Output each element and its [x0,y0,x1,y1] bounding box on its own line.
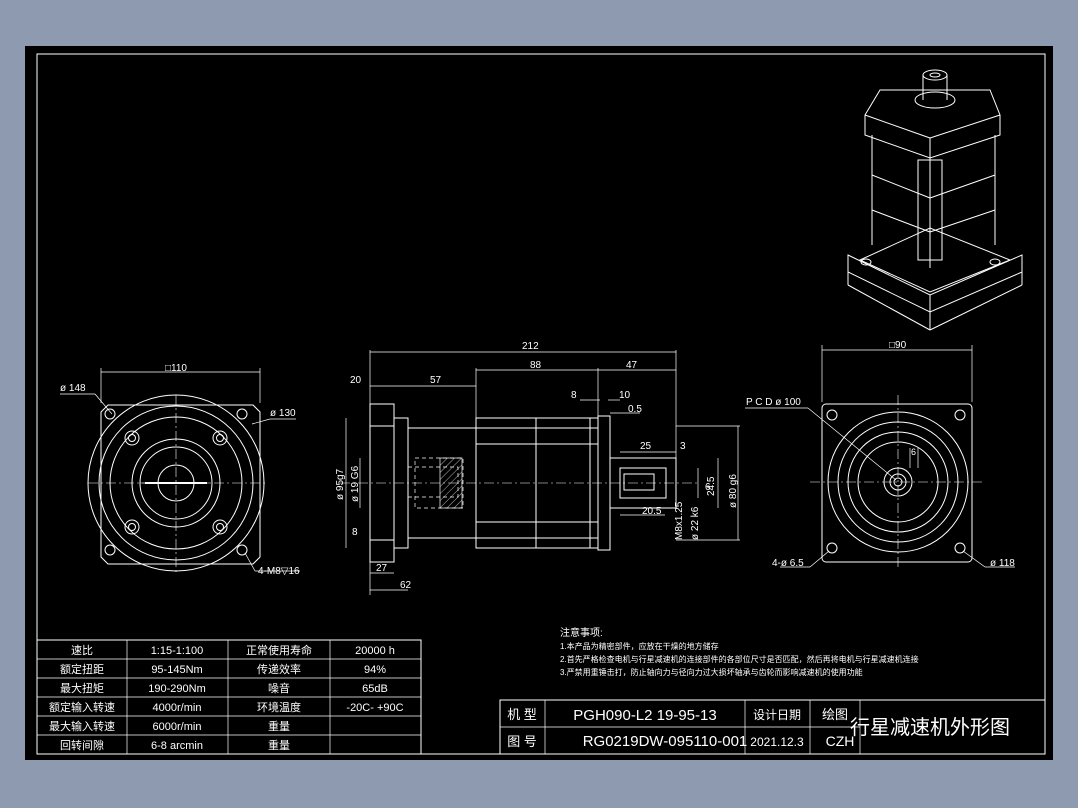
side-dim-22k6: ø 22 k6 [690,506,701,540]
title-block-date-label: 设计日期 [753,708,801,722]
output-dim-key: 6 [911,447,916,457]
title-block-date-value: 2021.12.3 [750,735,804,749]
note-3: 3.严禁用重锤击打，防止轴向力与径向力过大损坏轴承与齿轮而影响减速机的使用功能 [560,667,863,677]
spec-row-4-label2: 环境温度 [257,700,301,714]
title-block-model-label: 机 型 [507,707,537,722]
side-dim-m8: M8x1.25 [674,501,685,540]
spec-row-2-value: 95-145Nm [151,664,202,676]
side-dim-57: 57 [430,375,442,386]
spec-row-4-value: 4000r/min [153,702,202,714]
front-dim-pcd-diameter: ø 130 [270,408,296,419]
title-block-drawer-value: CZH [826,733,855,749]
isometric-view [847,69,1023,331]
spec-row-2-value2: 94% [364,664,386,676]
spec-row-1-value: 1:15-1:100 [151,645,204,657]
spec-row-1-value2: 20000 h [355,645,395,657]
side-dim-25: 25 [640,441,652,452]
side-dim-8a: 8 [571,390,577,401]
side-dim-05: 0.5 [628,404,642,415]
spec-row-4-label: 额定输入转速 [49,700,115,714]
title-block-drawing-value: RG0219DW-095110-001 [583,733,748,750]
front-dim-holes: 4-M8▽16 [258,566,300,577]
front-dim-outer-diameter: ø 148 [60,383,86,394]
spec-row-3-value2: 65dB [362,683,388,695]
spec-row-3-label2: 噪音 [268,681,290,695]
side-dim-95g7: ø 95g7 [335,468,346,500]
spec-row-2-label: 额定扭距 [60,662,104,676]
side-dim-8b: 8 [352,527,358,538]
output-dim-diameter: ø 118 [990,558,1015,569]
front-dim-square: □110 [165,363,187,374]
title-block-title: 行星减速机外形图 [850,716,1010,739]
spec-row-3-value: 190-290Nm [148,683,205,695]
front-view [60,368,300,573]
spec-row-6-label2: 重量 [268,738,290,752]
notes: 注意事项: 1.本产品为精密部件，应放在干燥的地方储存 2.首先严格检查电机与行… [560,626,919,677]
spec-row-4-value2: -20C- +90C [346,702,403,714]
side-dim-3: 3 [680,441,686,452]
note-1: 1.本产品为精密部件，应放在干燥的地方储存 [560,641,719,651]
side-dim-body: 88 [530,360,542,371]
side-dim-62: 62 [400,580,412,591]
spec-row-5-label: 最大输入转速 [49,719,115,733]
output-dim-square: □90 [889,340,907,351]
spec-table: 速比 1:15-1:100 正常使用寿命 20000 h 额定扭距 95-145… [49,643,404,752]
output-view [745,345,1015,570]
title-block-model-value: PGH090-L2 19-95-13 [573,707,716,724]
side-dim-shaft: 47 [626,360,638,371]
note-2: 2.首先严格检查电机与行星减速机的连接部件的各部位尺寸是否匹配，然后再将电机与行… [560,654,919,664]
side-dim-10: 10 [619,390,631,401]
spec-row-5-value: 6000r/min [153,721,202,733]
side-dim-245: 24.5 [706,476,717,496]
output-dim-pcd: P C D ø 100 [746,397,801,408]
spec-row-6-label: 回转间隙 [60,738,104,752]
title-block-drawing-label: 图 号 [507,734,537,749]
side-view [340,350,740,595]
side-dim-19g6: ø 19 G6 [350,465,361,502]
notes-title: 注意事项: [560,626,603,639]
spec-table-grid [36,639,422,755]
drawing-sheet [25,46,1053,760]
spec-row-1-label: 速比 [71,644,93,657]
spec-row-5-label2: 重量 [268,719,290,733]
spec-row-6-value: 6-8 arcmin [151,740,203,752]
spec-row-1-label2: 正常使用寿命 [246,643,312,657]
side-dim-flange: 20 [350,375,362,386]
title-block-grid [499,699,1046,755]
output-dim-holes: 4-ø 6.5 [772,558,804,569]
side-dim-27: 27 [376,563,388,574]
spec-row-2-label2: 传递效率 [257,662,301,676]
title-block-drawer-label: 绘图 [822,707,848,722]
side-dim-6: 6 [705,482,711,493]
spec-row-3-label: 最大扭矩 [60,681,104,695]
side-dim-overall: 212 [522,341,539,352]
side-dim-80g6: ø 80 g6 [728,474,739,508]
side-dim-205: 20.5 [642,506,662,517]
